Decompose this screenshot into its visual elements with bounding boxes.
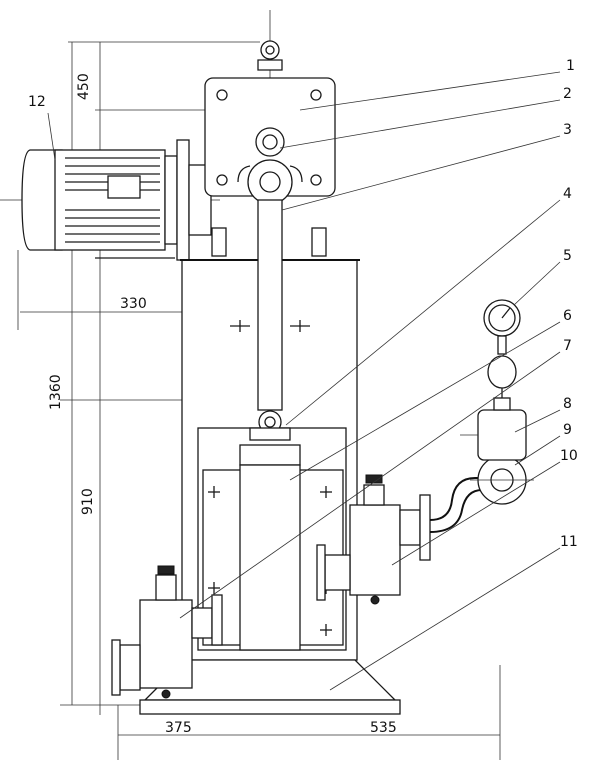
part-label-11: 11 [560,534,578,550]
connecting-rod [249,199,291,441]
part-label-2: 2 [563,86,572,102]
leader-lines [47,71,561,691]
part-label-6: 6 [563,308,572,324]
dim-top: 450 [76,73,92,100]
part-label-12: 12 [28,94,46,110]
discharge-pipe [429,397,534,533]
part-label-5: 5 [563,248,572,264]
part-label-1: 1 [566,58,575,74]
part-label-8: 8 [563,396,572,412]
suction-valve [111,565,223,699]
part-label-7: 7 [563,338,572,354]
discharge-valve [316,474,431,605]
part-label-10: 10 [560,448,578,464]
dim-base-left: 375 [165,720,192,736]
part-label-9: 9 [563,422,572,438]
dim-overall-height: 1360 [48,374,64,410]
dim-motor: 330 [120,296,147,312]
part-label-3: 3 [563,122,572,138]
part-labels: 1 2 3 4 5 6 7 8 9 10 11 12 [28,58,578,550]
gearbox [204,40,336,257]
pressure-gauge [483,299,521,398]
dim-lower-height: 910 [80,488,96,515]
motor [21,139,212,261]
part-label-4: 4 [563,186,572,202]
dim-base-right: 535 [370,720,397,736]
